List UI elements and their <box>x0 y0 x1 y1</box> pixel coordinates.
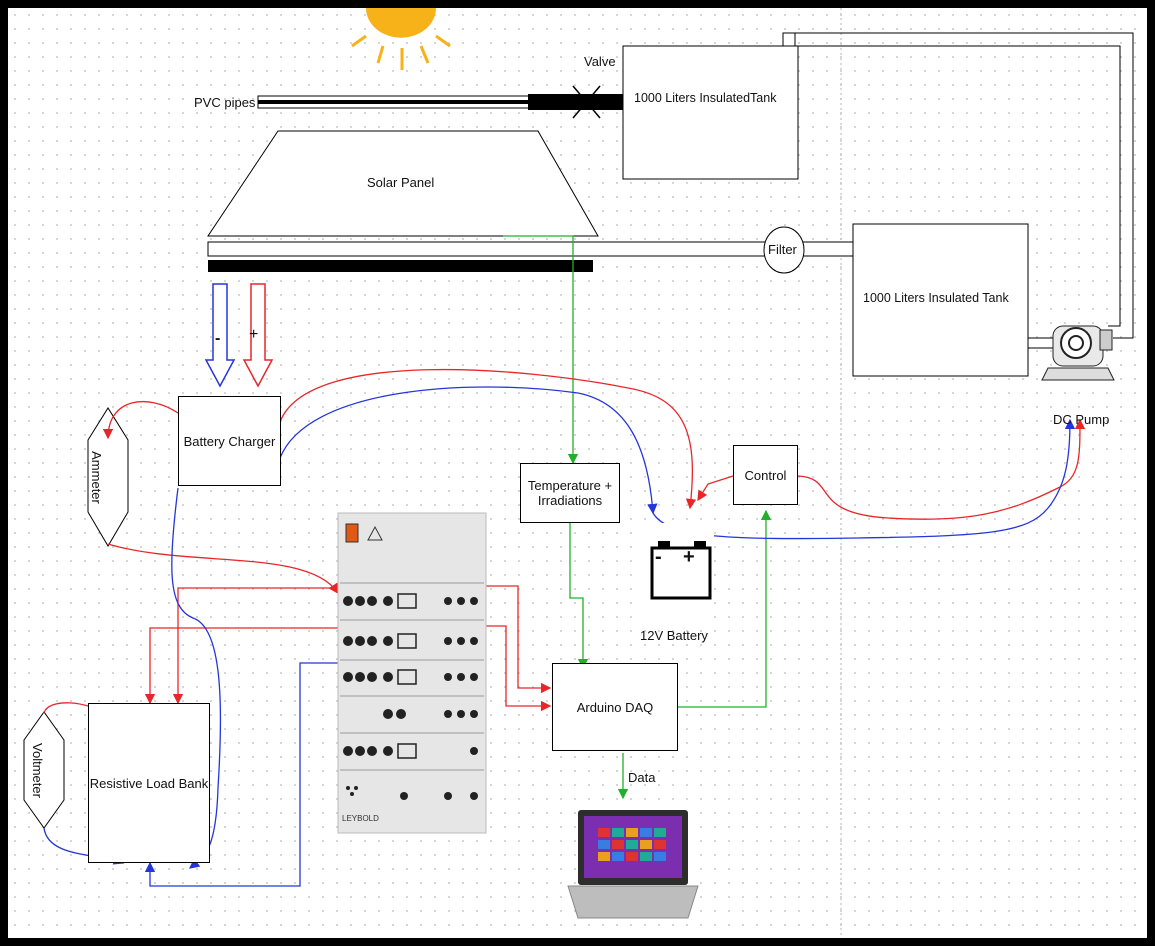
filter-label: Filter <box>768 242 797 257</box>
valve-label: Valve <box>584 54 616 69</box>
sun-icon <box>352 8 450 70</box>
collector-pipe <box>208 242 858 272</box>
data-label: Data <box>628 770 655 785</box>
pvc-pipes-label: PVC pipes <box>194 95 255 110</box>
temperature-box: Temperature + Irradiations <box>520 463 620 523</box>
battery-plus-label: + <box>683 546 695 569</box>
minus-label: - <box>215 330 220 348</box>
top-tank-label: 1000 Liters InsulatedTank <box>634 91 776 105</box>
control-box: Control <box>733 445 798 505</box>
solar-panel-label: Solar Panel <box>367 175 434 190</box>
battery-label: 12V Battery <box>640 628 708 643</box>
bottom-tank-label: 1000 Liters Insulated Tank <box>863 291 1009 305</box>
plus-label: + <box>249 326 258 344</box>
arduino-box: Arduino DAQ <box>552 663 678 751</box>
battery-charger-box: Battery Charger <box>178 396 281 486</box>
dc-pump-label: DC Pump <box>1053 412 1109 427</box>
ammeter-label: Ammeter <box>89 451 104 504</box>
voltmeter-label: Voltmeter <box>30 743 45 798</box>
laptop-icon <box>568 810 698 918</box>
pvc-pipe <box>258 94 623 110</box>
module-brand: LEYBOLD <box>342 814 379 823</box>
battery-icon <box>644 523 714 618</box>
load-bank-box: Resistive Load Bank <box>88 703 210 863</box>
dc-pump-icon <box>1042 326 1114 380</box>
top-tank <box>623 46 798 179</box>
diagram-canvas: Valve PVC pipes 1000 Liters InsulatedTan… <box>8 8 1147 938</box>
battery-minus-label: - <box>655 546 662 569</box>
leybold-module <box>338 513 486 833</box>
